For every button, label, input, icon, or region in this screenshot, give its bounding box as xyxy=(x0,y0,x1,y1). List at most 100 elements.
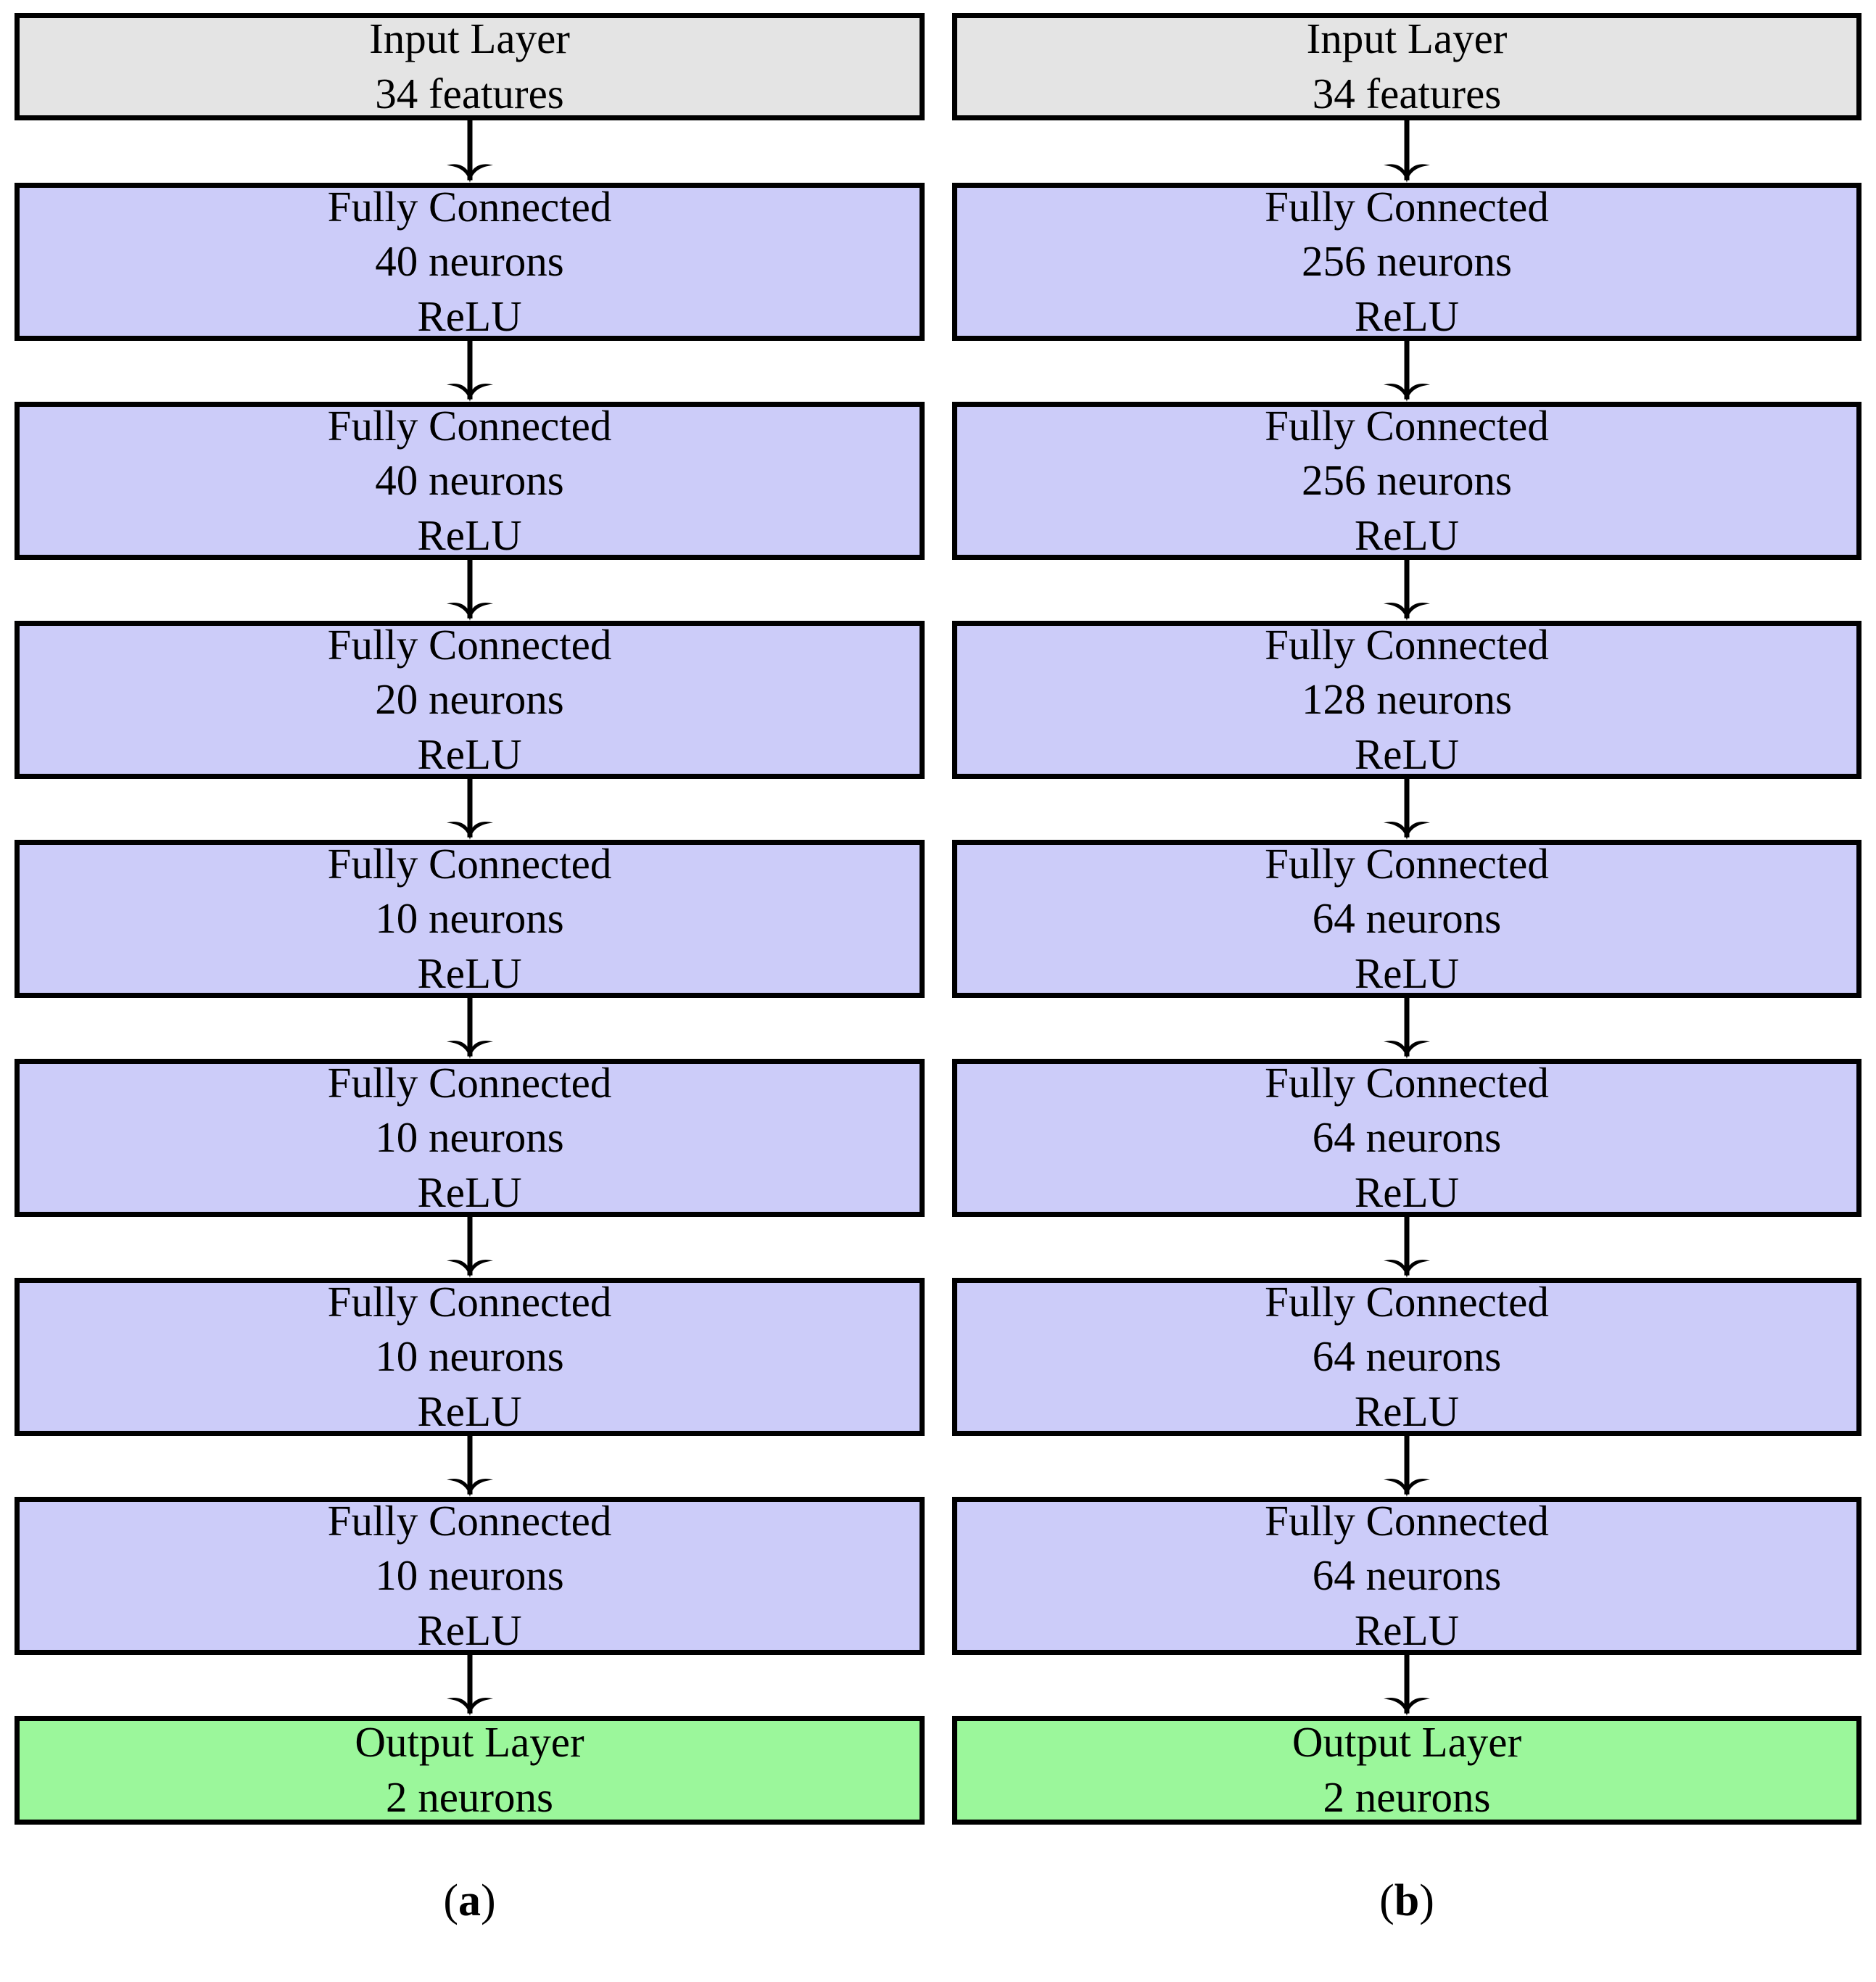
flow-arrow-icon xyxy=(1384,1436,1430,1497)
caption-letter: b xyxy=(1394,1876,1420,1925)
layer-title: Input Layer xyxy=(369,15,570,63)
layer-activation: ReLU xyxy=(417,511,522,559)
layer-size: 256 neurons xyxy=(1301,237,1513,286)
caption-open-paren: ( xyxy=(443,1876,458,1925)
layer-title: Fully Connected xyxy=(327,1277,612,1326)
layer-connector xyxy=(952,120,1861,183)
flow-arrow-icon xyxy=(1384,120,1430,183)
layer-size: 34 features xyxy=(1312,70,1502,117)
panel-caption: (a) xyxy=(15,1878,925,1923)
layer-connector xyxy=(15,1655,925,1716)
layer-size: 64 neurons xyxy=(1312,1551,1502,1600)
layer-activation: ReLU xyxy=(417,730,522,778)
layer-activation: ReLU xyxy=(1354,511,1460,559)
output-layer-node: Output Layer 2 neurons xyxy=(952,1716,1861,1825)
layer-size: 64 neurons xyxy=(1312,1332,1502,1381)
layer-connector xyxy=(15,560,925,621)
layer-size: 40 neurons xyxy=(375,237,564,286)
layer-connector xyxy=(15,779,925,840)
layer-title: Fully Connected xyxy=(1265,182,1549,231)
layer-title: Output Layer xyxy=(355,1718,584,1767)
flow-arrow-icon xyxy=(446,120,493,183)
layer-size: 10 neurons xyxy=(375,894,564,943)
layer-size: 2 neurons xyxy=(385,1773,554,1821)
layer-title: Fully Connected xyxy=(327,401,612,450)
flow-arrow-icon xyxy=(446,1655,493,1716)
flow-arrow-icon xyxy=(446,779,493,840)
layer-connector xyxy=(15,1217,925,1278)
layer-connector xyxy=(952,779,1861,840)
layer-title: Fully Connected xyxy=(1265,620,1549,669)
layer-title: Fully Connected xyxy=(1265,1277,1549,1326)
layer-size: 64 neurons xyxy=(1312,894,1502,943)
caption-open-paren: ( xyxy=(1379,1876,1394,1925)
layer-connector xyxy=(952,1655,1861,1716)
layer-size: 2 neurons xyxy=(1323,1773,1491,1821)
flow-arrow-icon xyxy=(446,1217,493,1278)
layer-size: 256 neurons xyxy=(1301,456,1513,505)
layer-title: Fully Connected xyxy=(1265,1058,1549,1107)
layer-activation: ReLU xyxy=(1354,292,1460,340)
layer-title: Fully Connected xyxy=(327,620,612,669)
layer-connector xyxy=(952,1436,1861,1497)
layer-size: 34 features xyxy=(375,70,564,117)
layer-activation: ReLU xyxy=(1354,949,1460,997)
layer-size: 10 neurons xyxy=(375,1332,564,1381)
layer-activation: ReLU xyxy=(1354,1387,1460,1435)
layer-activation: ReLU xyxy=(417,949,522,997)
layer-size: 10 neurons xyxy=(375,1113,564,1162)
layer-size: 10 neurons xyxy=(375,1551,564,1600)
flow-arrow-icon xyxy=(446,998,493,1059)
layer-title: Fully Connected xyxy=(327,182,612,231)
layer-activation: ReLU xyxy=(1354,1606,1460,1654)
flow-arrow-icon xyxy=(446,1436,493,1497)
input-layer-node: Input Layer 34 features xyxy=(15,13,925,120)
flow-arrow-icon xyxy=(1384,998,1430,1059)
layer-activation: ReLU xyxy=(417,292,522,340)
layer-size: 128 neurons xyxy=(1301,675,1513,724)
layer-activation: ReLU xyxy=(417,1606,522,1654)
layer-activation: ReLU xyxy=(1354,730,1460,778)
layer-size: 20 neurons xyxy=(375,675,564,724)
layer-title: Fully Connected xyxy=(1265,839,1549,888)
layer-connector xyxy=(952,560,1861,621)
caption-close-paren: ) xyxy=(1419,1876,1434,1925)
layer-connector xyxy=(15,341,925,402)
panel-caption: (b) xyxy=(952,1878,1861,1923)
layer-size: 64 neurons xyxy=(1312,1113,1502,1162)
flow-arrow-icon xyxy=(1384,341,1430,402)
layer-connector xyxy=(15,1436,925,1497)
flow-arrow-icon xyxy=(1384,779,1430,840)
layer-title: Fully Connected xyxy=(1265,1496,1549,1545)
layer-title: Fully Connected xyxy=(327,1496,612,1545)
flow-arrow-icon xyxy=(1384,1217,1430,1278)
output-layer-node: Output Layer 2 neurons xyxy=(15,1716,925,1825)
layer-activation: ReLU xyxy=(417,1387,522,1435)
layer-connector xyxy=(952,998,1861,1059)
layer-title: Output Layer xyxy=(1292,1718,1522,1767)
flow-arrow-icon xyxy=(1384,1655,1430,1716)
layer-connector xyxy=(15,998,925,1059)
layer-title: Fully Connected xyxy=(327,839,612,888)
layer-connector xyxy=(952,341,1861,402)
layer-connector xyxy=(15,120,925,183)
caption-letter: a xyxy=(458,1876,481,1925)
layer-connector xyxy=(952,1217,1861,1278)
